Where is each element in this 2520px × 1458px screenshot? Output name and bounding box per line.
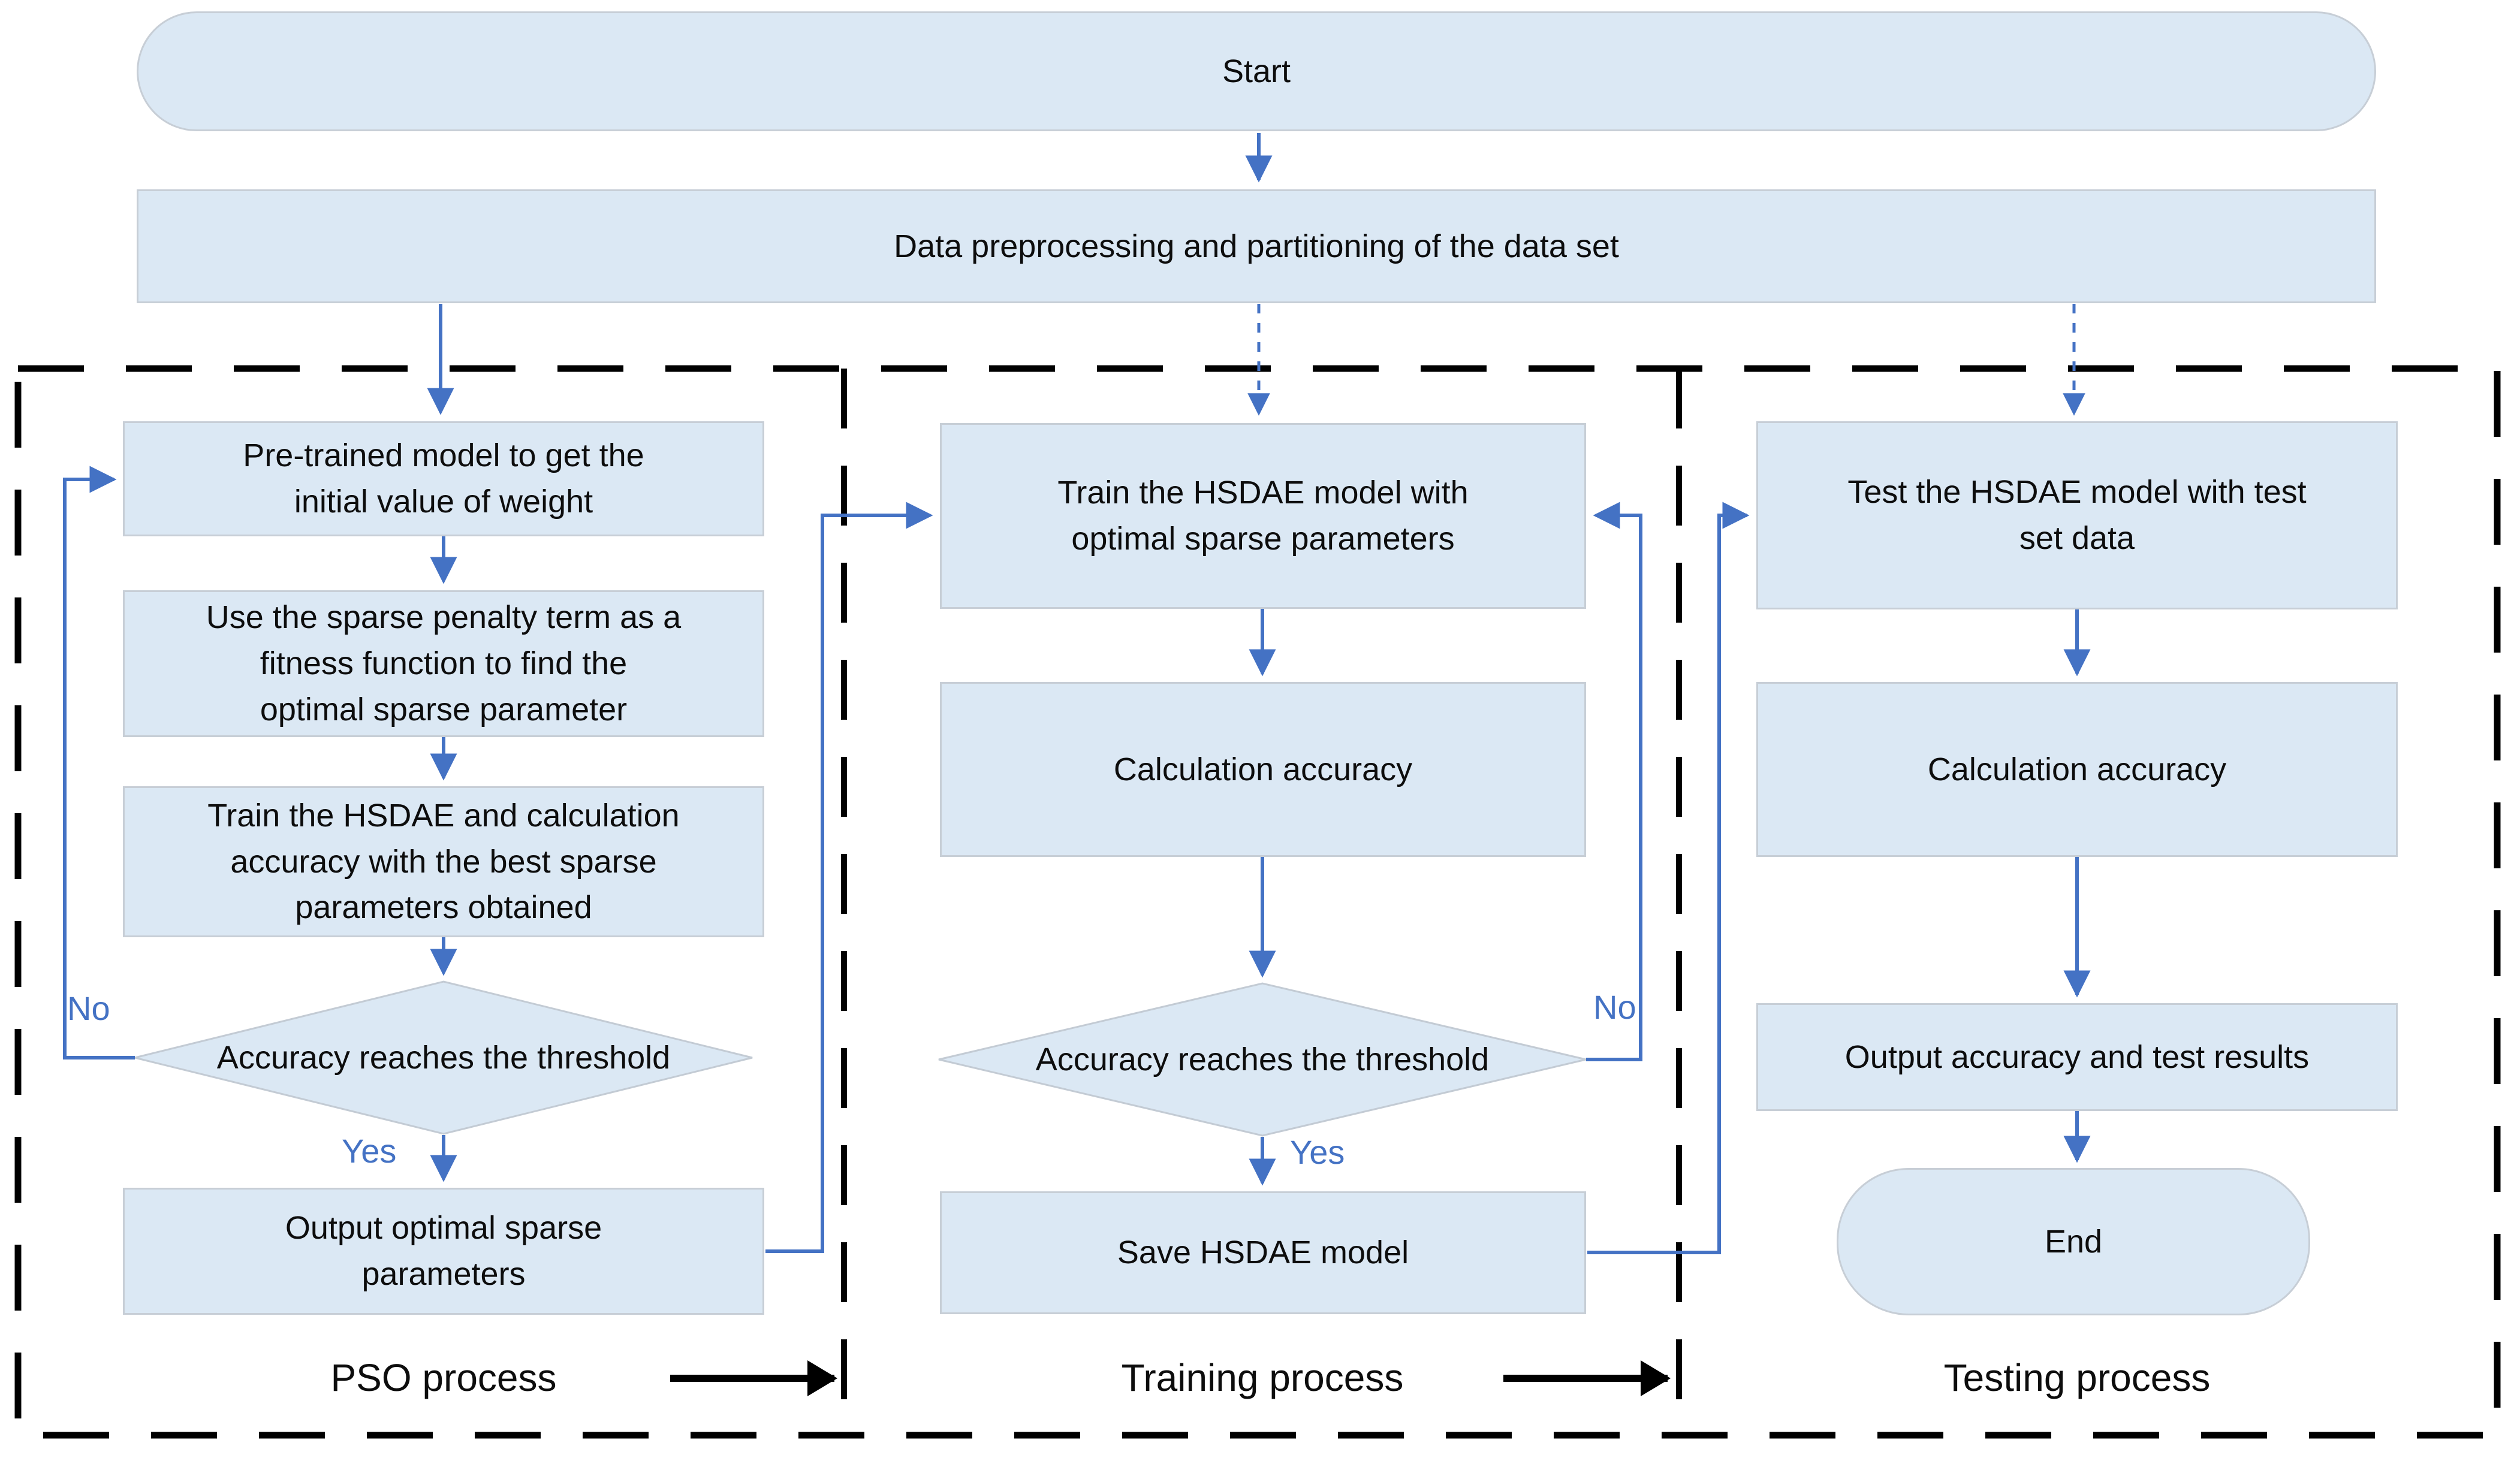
- connector-save-to-testing: [1587, 502, 1750, 1254]
- training-train-node: Train the HSDAE model with optimal spars…: [940, 423, 1586, 609]
- pso-train-node: Train the HSDAE and calculation accuracy…: [123, 786, 764, 937]
- testing-output-node: Output accuracy and test results: [1756, 1003, 2398, 1111]
- training-no-label: No: [1593, 988, 1636, 1026]
- training-save-node: Save HSDAE model: [940, 1191, 1586, 1314]
- testing-test-node: Test the HSDAE model with test set data: [1756, 421, 2398, 609]
- pso-no-label: No: [67, 989, 110, 1027]
- pso-yes-label: Yes: [342, 1132, 397, 1170]
- pso-output-node: Output optimal sparse parameters: [123, 1188, 764, 1315]
- testing-section-label: Testing process: [1943, 1356, 2211, 1399]
- testing-calc-node: Calculation accuracy: [1756, 682, 2398, 857]
- preprocess-node: Data preprocessing and partitioning of t…: [137, 189, 2376, 303]
- training-decision-label: Accuracy reaches the threshold: [1035, 1041, 1490, 1077]
- training-section-label: Training process: [1121, 1356, 1404, 1399]
- connector-output-to-training: [765, 502, 933, 1253]
- pso-decision-diamond: [134, 980, 753, 1135]
- pso-section-label: PSO process: [330, 1356, 557, 1399]
- pso-decision-label: Accuracy reaches the threshold: [216, 1039, 671, 1076]
- end-node: End: [1837, 1168, 2310, 1315]
- training-yes-label: Yes: [1290, 1133, 1345, 1171]
- pso-pretrain-node: Pre-trained model to get the initial val…: [123, 421, 764, 536]
- connector-pso-no-loop: [63, 466, 135, 1059]
- training-calc-node: Calculation accuracy: [940, 682, 1586, 857]
- start-node: Start: [137, 11, 2376, 131]
- pso-fitness-node: Use the sparse penalty term as a fitness…: [123, 590, 764, 737]
- connector-training-no-loop: [1586, 502, 1642, 1061]
